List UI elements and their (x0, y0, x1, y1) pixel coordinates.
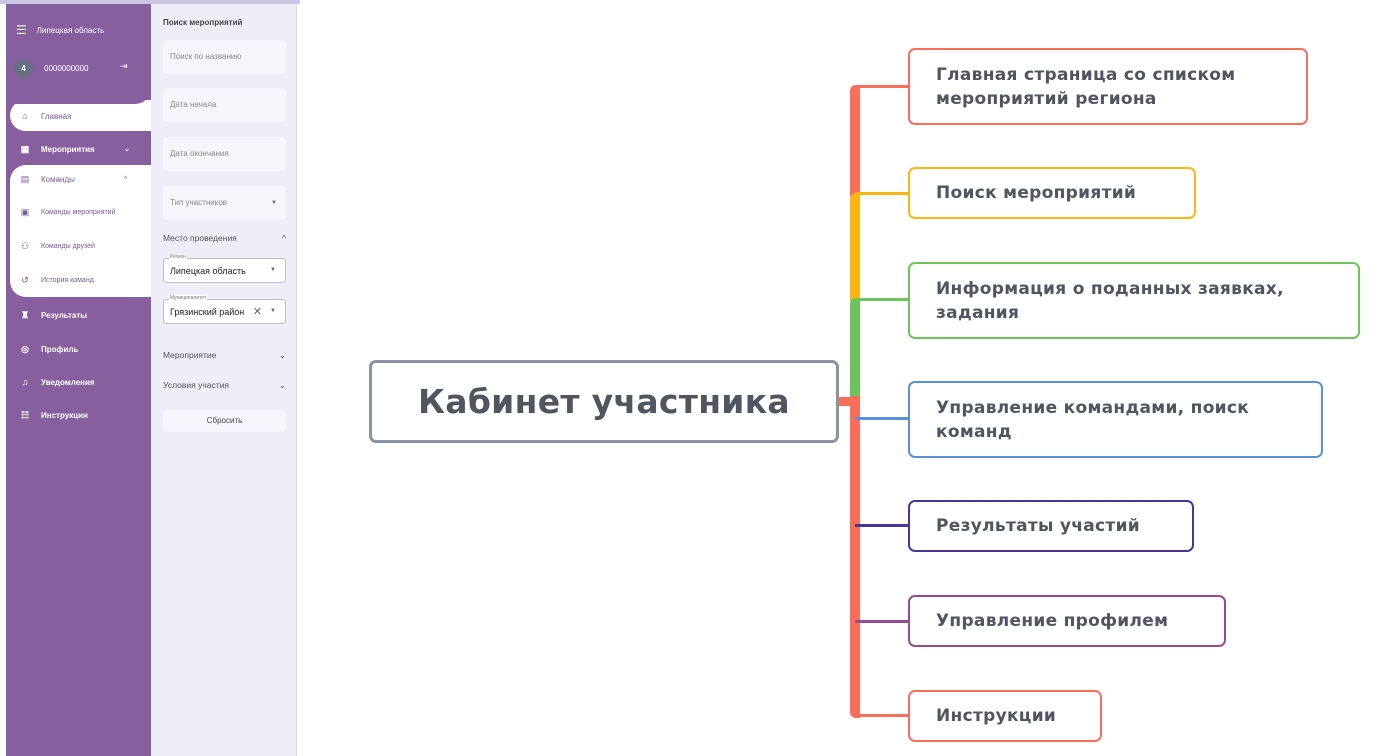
profile-block (6, 4, 151, 104)
calendar-team-icon: ▣ (20, 206, 30, 217)
sidebar-item-teams[interactable]: ▤ Команды ^ (6, 171, 151, 187)
branch-line (855, 85, 910, 88)
sidebar-item-label: Команды друзей (41, 242, 95, 250)
conditions-section-toggle[interactable]: Условия участия ⌄ (163, 380, 286, 391)
region-value: Липецкая область (170, 266, 246, 276)
root-connector (836, 397, 856, 406)
chevron-up-icon: ^ (282, 233, 286, 243)
branch-line (855, 620, 910, 623)
home-icon: ⌂ (22, 111, 28, 121)
trunk-segment-red (850, 85, 860, 197)
teams-group (10, 165, 151, 297)
branch-line (855, 714, 910, 717)
region-title: Липецкая область (36, 25, 105, 35)
people-icon: ⚇ (20, 240, 30, 251)
date-start-input[interactable]: Дата начала (163, 88, 286, 122)
date-end-input[interactable]: Дата окончания (163, 137, 286, 171)
branch-node-applications: Информация о поданных заявках, задания (908, 262, 1360, 339)
sidebar-item-label: Мероприятия (41, 144, 95, 154)
chevron-up-icon: ^ (124, 175, 128, 183)
sidebar-item-notifications[interactable]: ♫ Уведомления (6, 374, 151, 390)
list-icon: ☷ (20, 409, 30, 420)
user-id: 0000000000 (44, 64, 89, 73)
branch-node-home: Главная страница со списком мероприятий … (908, 48, 1308, 125)
venue-section-toggle[interactable]: Место проведения ^ (163, 233, 286, 243)
history-icon: ↺ (21, 274, 29, 285)
events-active-bg (10, 131, 151, 165)
reset-button[interactable]: Сбросить (163, 410, 286, 432)
sidebar-item-profile[interactable]: ◎ Профиль (6, 341, 151, 357)
event-section-toggle[interactable]: Мероприятие ⌄ (163, 350, 286, 361)
user-circle-icon: ◎ (21, 343, 29, 354)
dropdown-arrow-icon: ▼ (270, 267, 276, 273)
top-strip (0, 0, 300, 4)
sidebar-item-label: Результаты (41, 310, 88, 320)
participant-type-label: Тип участников (170, 198, 228, 207)
sidebar-item-teams-history[interactable]: ↺ История команд (6, 272, 151, 288)
municipality-value: Грязинский район (170, 307, 245, 317)
branch-line (855, 524, 910, 527)
search-input[interactable]: Поиск по названию (163, 40, 286, 74)
clear-icon[interactable]: ✕ (252, 306, 262, 318)
sidebar-item-label: Уведомления (41, 377, 95, 387)
sidebar-item-label: Главная (41, 111, 72, 121)
chevron-down-icon: ⌄ (278, 350, 286, 360)
sidebar-item-label: Инструкции (41, 410, 88, 420)
root-node: Кабинет участника (369, 360, 839, 443)
region-label: Регион (169, 254, 188, 260)
municipality-label: Муниципалитет (169, 295, 208, 301)
avatar[interactable]: 4 (14, 59, 33, 78)
bell-icon: ♫ (21, 377, 29, 387)
logout-icon[interactable]: ⇥ (120, 61, 128, 71)
trunk-segment-green (850, 298, 860, 400)
sidebar-item-instructions[interactable]: ☷ Инструкции (6, 407, 151, 423)
home-highlight (10, 100, 151, 131)
trunk-segment-red-lower (850, 396, 860, 718)
sidebar: ☰ Липецкая область 4 0000000000 ⇥ ⌂ Главн… (6, 4, 151, 756)
event-section-label: Мероприятие (163, 350, 217, 360)
sidebar-item-friends-teams[interactable]: ⚇ Команды друзей (6, 238, 151, 254)
venue-section-label: Место проведения (163, 233, 237, 243)
sidebar-item-label: Профиль (41, 344, 79, 354)
sidebar-item-events[interactable]: ▦ Мероприятия ⌄ (6, 141, 151, 157)
branch-node-results: Результаты участий (908, 500, 1194, 552)
sidebar-item-label: Команды (41, 174, 75, 184)
document-icon: ▤ (20, 173, 30, 184)
branch-node-profile: Управление профилем (908, 595, 1226, 647)
filter-panel: Поиск мероприятий Поиск по названию Дата… (151, 4, 297, 756)
branch-node-search: Поиск мероприятий (908, 167, 1196, 219)
sidebar-item-event-teams[interactable]: ▣ Команды мероприятий (6, 204, 151, 220)
conditions-section-label: Условия участия (163, 380, 229, 390)
chevron-down-icon: ⌄ (124, 146, 130, 153)
chevron-down-icon: ⌄ (278, 380, 286, 390)
sidebar-item-home[interactable]: ⌂ Главная (6, 108, 151, 124)
branch-line (855, 417, 910, 420)
sidebar-header: ☰ Липецкая область (16, 23, 104, 37)
branch-line (855, 298, 910, 301)
dropdown-arrow-icon: ▼ (270, 308, 276, 314)
sidebar-item-results[interactable]: ♜ Результаты (6, 307, 151, 323)
filter-title: Поиск мероприятий (163, 18, 243, 27)
trophy-icon: ♜ (20, 309, 30, 320)
branch-node-teams: Управление командами, поиск команд (908, 381, 1323, 458)
branch-line (855, 192, 910, 195)
branch-node-instructions: Инструкции (908, 690, 1102, 742)
dropdown-arrow-icon: ▼ (271, 200, 277, 206)
sidebar-item-label: Команды мероприятий (41, 208, 116, 216)
participant-type-select[interactable]: Тип участников ▼ (163, 186, 286, 220)
calendar-icon: ▦ (20, 143, 30, 154)
sidebar-item-label: История команд (41, 276, 94, 284)
trunk-segment-yellow (850, 193, 860, 301)
menu-icon[interactable]: ☰ (16, 23, 27, 37)
